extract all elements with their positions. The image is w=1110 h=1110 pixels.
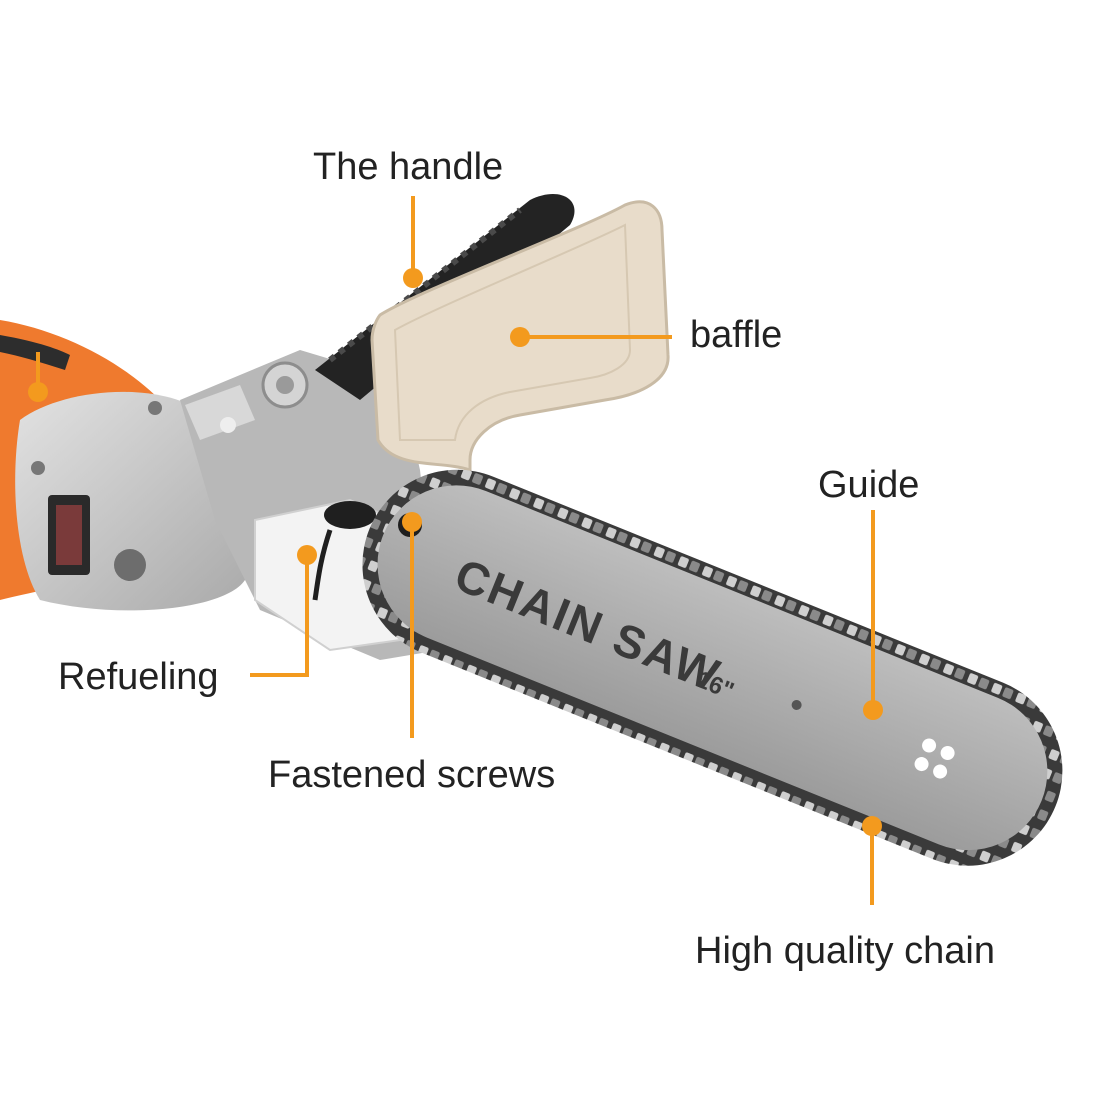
label-refueling: Refueling <box>58 656 219 698</box>
label-screws: Fastened screws <box>268 754 556 796</box>
grinder-stripe <box>0 335 70 370</box>
dot-screws <box>402 512 422 532</box>
callout-dots <box>28 268 883 836</box>
dot-baffle <box>510 327 530 347</box>
label-baffle: baffle <box>690 314 783 356</box>
label-guide: Guide <box>818 464 920 506</box>
grinder-button <box>114 549 146 581</box>
leader-refueling <box>250 555 309 677</box>
oil-cap <box>324 501 376 529</box>
guide-bar <box>377 485 1048 851</box>
dot-handle <box>403 268 423 288</box>
dot-chain <box>862 816 882 836</box>
callout-leaders <box>36 196 875 905</box>
dot-guide <box>863 700 883 720</box>
dot-grinder <box>28 382 48 402</box>
guide-bar-group: CHAIN SAW 16" <box>362 469 1063 866</box>
label-chain: High quality chain <box>695 930 995 972</box>
dot-refueling <box>297 545 317 565</box>
label-handle: The handle <box>313 146 504 188</box>
bar-sprocket-holes <box>914 738 955 779</box>
